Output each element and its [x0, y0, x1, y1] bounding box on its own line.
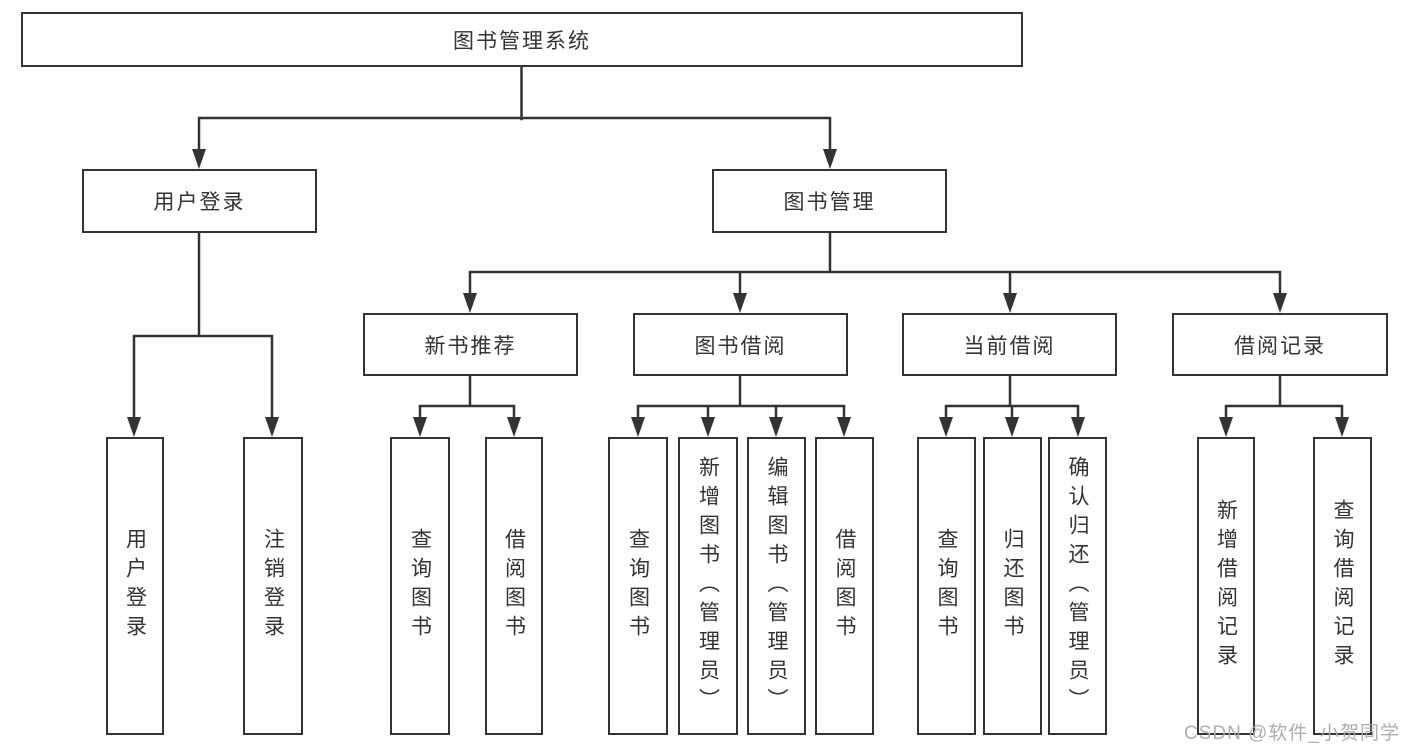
leaf-add-books-admin: 新增图书（管理员） [678, 437, 738, 735]
node-label: 图书管理系统 [453, 29, 591, 53]
leaf-edit-books-admin: 编辑图书（管理员） [747, 437, 806, 735]
leaf-label: 借阅图书 [502, 528, 526, 644]
leaf-query-books: 查询图书 [608, 437, 668, 735]
node-new-book-recommendation: 新书推荐 [363, 313, 578, 376]
leaf-confirm-return-admin: 确认归还（管理员） [1048, 437, 1107, 735]
leaf-label: 新增借阅记录 [1214, 499, 1238, 673]
leaf-label: 查询图书 [626, 528, 650, 644]
node-label: 图书借阅 [694, 334, 787, 358]
leaf-label: 借阅图书 [833, 528, 857, 644]
leaf-query-borrow-record: 查询借阅记录 [1313, 437, 1372, 735]
leaf-logout: 注销登录 [243, 437, 303, 735]
leaf-label: 查询图书 [408, 528, 432, 644]
leaf-add-borrow-record: 新增借阅记录 [1197, 437, 1255, 735]
leaf-label: 确认归还（管理员） [1066, 455, 1090, 717]
leaf-borrow-books: 借阅图书 [815, 437, 874, 735]
leaf-return-books: 归还图书 [983, 437, 1042, 735]
node-label: 图书管理 [783, 191, 876, 214]
node-label: 借阅记录 [1234, 334, 1326, 358]
leaf-user-login: 用户登录 [106, 437, 164, 735]
watermark-csdn: CSDN @软件_小贺同学 [1184, 723, 1400, 744]
leaf-borrow-books: 借阅图书 [485, 437, 543, 735]
leaf-label: 注销登录 [261, 528, 285, 644]
leaf-label: 查询图书 [935, 528, 959, 644]
node-current-borrowing: 当前借阅 [902, 313, 1117, 376]
leaf-query-books: 查询图书 [917, 437, 976, 735]
leaf-query-books: 查询图书 [390, 437, 450, 735]
arrowhead-icons [127, 149, 1349, 437]
node-library-management-system: 图书管理系统 [21, 12, 1023, 67]
node-book-borrowing: 图书借阅 [633, 313, 848, 376]
node-book-management: 图书管理 [712, 169, 947, 233]
leaf-label: 编辑图书（管理员） [765, 455, 789, 717]
node-borrow-records: 借阅记录 [1172, 313, 1388, 376]
leaf-label: 查询借阅记录 [1331, 499, 1355, 673]
leaf-label: 用户登录 [123, 528, 147, 644]
node-label: 新书推荐 [424, 334, 517, 358]
leaf-label: 新增图书（管理员） [696, 455, 720, 717]
connector-lines [132, 64, 1344, 424]
leaf-label: 归还图书 [1001, 528, 1025, 644]
node-label: 用户登录 [153, 191, 246, 214]
node-label: 当前借阅 [963, 334, 1056, 358]
node-user-login: 用户登录 [82, 169, 317, 233]
